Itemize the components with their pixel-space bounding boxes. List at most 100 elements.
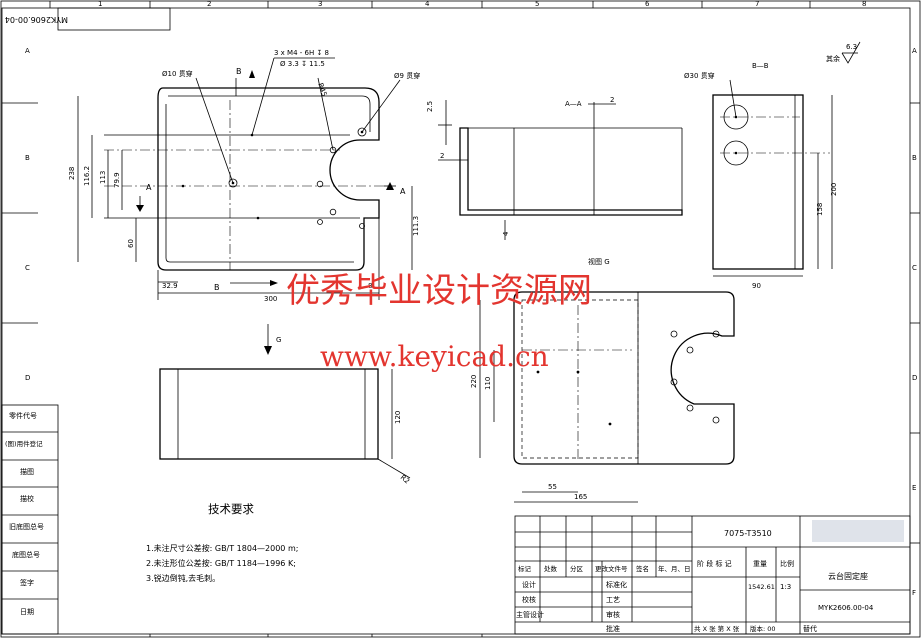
- weight-label: 重量: [753, 560, 767, 568]
- corner-code-box: MYK2606.00-04: [5, 7, 171, 31]
- strip-label: 零件代号: [9, 411, 37, 420]
- role-label: 校核: [522, 595, 536, 604]
- column-label: 6: [645, 0, 650, 8]
- section-label: B: [214, 283, 220, 292]
- strip-label: (图)用件登记: [5, 439, 43, 448]
- column-label: 8: [862, 0, 866, 8]
- column-label: 4: [425, 0, 430, 8]
- dimension: R2: [399, 473, 411, 485]
- row-label: B: [25, 154, 30, 162]
- role-label: 主管设计: [516, 610, 544, 619]
- dimension: 2.5: [426, 101, 434, 112]
- column-labels: 1 2 3 4 5 6 7 8: [98, 0, 866, 8]
- view-g: 视图 G 220 110 55 165: [470, 257, 735, 503]
- dimension: 120: [394, 411, 402, 424]
- drawing-number: MYK2606.00-04: [818, 604, 874, 612]
- view-arrow-label: G: [276, 336, 281, 344]
- row-label: C: [912, 264, 917, 272]
- header-cell: 标记: [518, 564, 532, 573]
- dimension: 220: [470, 375, 478, 388]
- main-view-notes: 3 x M4 - 6H ↧ 8 Ø 3.3 ↧ 11.5 Ø10 贯穿 Ø9 贯…: [68, 49, 420, 303]
- dimension: 200: [830, 183, 838, 196]
- column-label: 2: [207, 0, 211, 8]
- header-cell: 年、月、日: [658, 564, 691, 573]
- row-label: C: [25, 264, 30, 272]
- tech-item: 1.未注尺寸公差按: GB/T 1804—2000 m;: [146, 543, 298, 553]
- strip-label: 描校: [20, 494, 34, 503]
- column-label: 7: [755, 0, 759, 8]
- dimension: 90: [752, 282, 761, 290]
- dimension: 116.2: [83, 166, 91, 186]
- section-label: B: [236, 67, 242, 76]
- role-label: 批准: [606, 624, 620, 633]
- dimension: 32.9: [162, 282, 178, 290]
- strip-label: 旧底图总号: [9, 522, 44, 531]
- section-label: A: [400, 187, 406, 196]
- dimension: 4: [502, 231, 510, 236]
- left-strip: 零件代号 (图)用件登记 描图 描校 旧底图总号 底图总号 签字 日期: [1, 404, 59, 635]
- dimension: 158: [816, 203, 824, 216]
- role-label: 标准化: [606, 580, 627, 589]
- section-title: B—B: [752, 62, 769, 70]
- dimension: 79.9: [113, 172, 121, 188]
- column-label: 5: [535, 0, 539, 8]
- title-block: 7075-T3510 云台固定座 MYK2606.00-04 标记 处数 分区 …: [514, 515, 911, 635]
- dimension: 2: [610, 96, 614, 104]
- tech-requirements: 技术要求 1.未注尺寸公差按: GB/T 1804—2000 m; 2.未注形位…: [146, 502, 298, 583]
- column-label: 1: [98, 0, 102, 8]
- row-label: D: [25, 374, 30, 382]
- header-cell: 分区: [570, 564, 584, 573]
- header-cell: 更改文件号: [595, 564, 628, 573]
- section-title: A—A: [565, 100, 582, 108]
- column-label: 3: [318, 0, 322, 8]
- thread-note: 3 x M4 - 6H ↧ 8: [274, 49, 329, 57]
- row-label: E: [912, 484, 916, 492]
- section-label: A: [146, 183, 152, 192]
- dimension: 110: [484, 377, 492, 390]
- hole-note: Ø30 贯穿: [684, 71, 715, 80]
- replace-label: 替代: [803, 624, 817, 633]
- row-label: F: [912, 589, 916, 597]
- row-labels: A B C D A B C D E F: [25, 47, 917, 597]
- dimension: 238: [68, 167, 76, 180]
- weight-value: 1542.61: [748, 583, 775, 591]
- row-label: A: [25, 47, 30, 55]
- row-label: D: [912, 374, 917, 382]
- main-view: [77, 57, 413, 300]
- watermark-title: 优秀毕业设计资源网: [286, 271, 592, 311]
- role-label: 设计: [522, 580, 536, 589]
- header-cell: 签名: [636, 564, 649, 573]
- dimension: 113: [99, 171, 107, 184]
- radius-note: R45: [316, 82, 328, 98]
- stage-mark-label: 阶 段 标 记: [697, 559, 732, 568]
- view-title: 视图 G: [588, 257, 610, 266]
- strip-label: 底图总号: [12, 550, 40, 559]
- row-label: B: [912, 154, 917, 162]
- part-name: 云台固定座: [828, 571, 868, 581]
- section-bb: B—B Ø30 贯穿 200 158 90: [684, 62, 838, 290]
- strip-label: 日期: [20, 608, 34, 616]
- drill-note: Ø 3.3 ↧ 11.5: [280, 60, 325, 68]
- hole-note: Ø10 贯穿: [162, 69, 193, 78]
- scale-label: 比例: [780, 559, 794, 568]
- section-aa: A—A 2.5 2 2 4: [426, 96, 683, 240]
- dimension: 2: [440, 152, 444, 160]
- dimension: 300: [264, 295, 277, 303]
- dimension: 8: [368, 282, 372, 290]
- dimension: 165: [574, 493, 587, 501]
- corner-code: MYK2606.00-04: [5, 15, 68, 24]
- tech-item: 2.未注形位公差按: GB/T 1184—1996 K;: [146, 558, 296, 568]
- surface-finish: 其余 6.3: [826, 41, 861, 64]
- row-label: A: [912, 47, 917, 55]
- surface-finish-value: 6.3: [846, 43, 857, 51]
- scale-value: 1:3: [780, 583, 791, 591]
- dimension: 111.3: [412, 216, 420, 236]
- blurred-stamp: [812, 520, 904, 542]
- dimension: 55: [548, 483, 557, 491]
- version: 版本: 00: [750, 624, 776, 633]
- strip-label: 描图: [20, 467, 34, 476]
- hole-note: Ø9 贯穿: [394, 71, 420, 80]
- tech-item: 3.锐边倒钝,去毛刺。: [146, 573, 220, 583]
